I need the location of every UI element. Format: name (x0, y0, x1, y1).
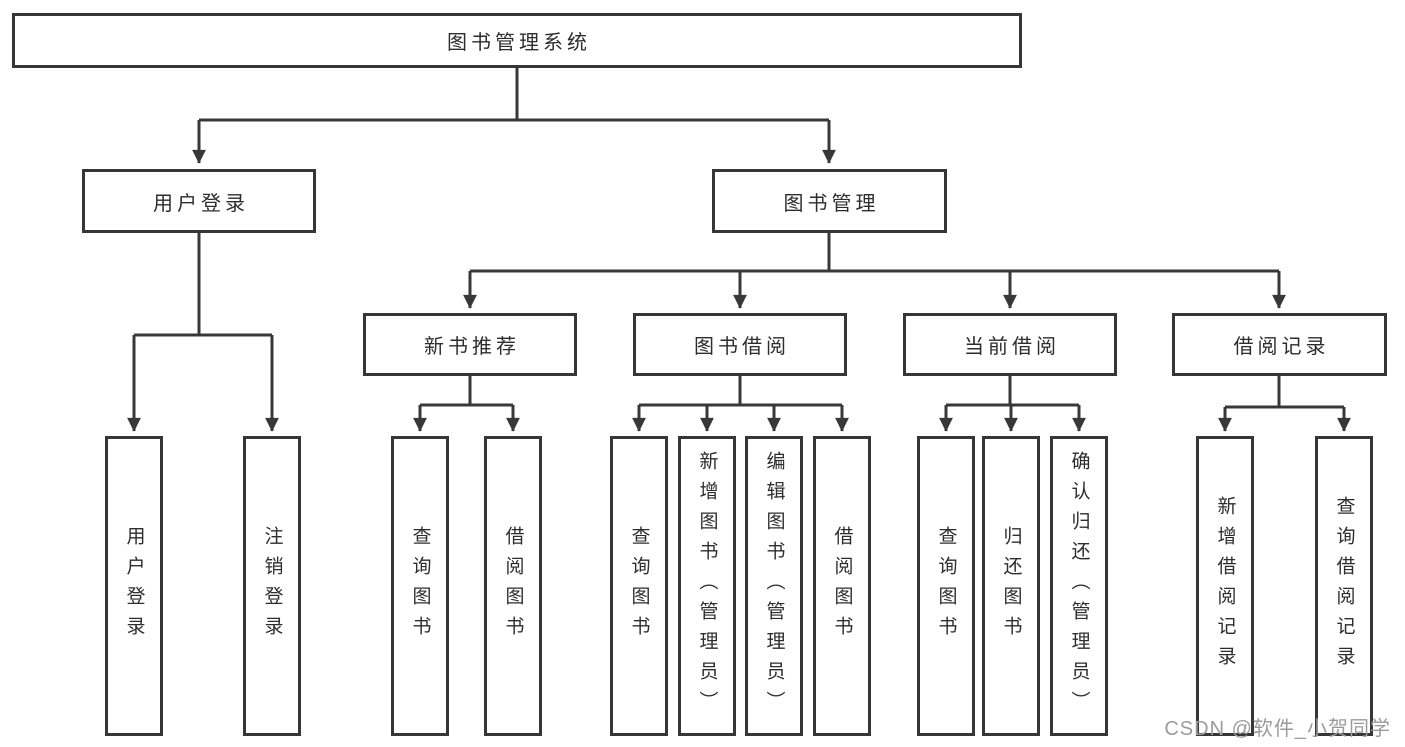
leaf-return-books: 归还图书 (982, 436, 1040, 736)
node-book-borrow: 图书借阅 (633, 313, 847, 376)
csdn-watermark: CSDN @软件_小贺同学 (1164, 718, 1391, 740)
leaf-query-books-recommend: 查询图书 (391, 436, 449, 736)
root-node-library-system: 图书管理系统 (12, 13, 1022, 68)
leaf-borrow-books: 借阅图书 (813, 436, 871, 736)
leaf-logout: 注销登录 (243, 436, 301, 736)
node-borrow-records: 借阅记录 (1172, 313, 1387, 376)
leaf-query-books-current: 查询图书 (917, 436, 975, 736)
leaf-borrow-books-recommend: 借阅图书 (484, 436, 542, 736)
leaf-user-login: 用户登录 (105, 436, 163, 736)
node-current-borrow: 当前借阅 (903, 313, 1117, 376)
leaf-query-borrow-record: 查询借阅记录 (1315, 436, 1373, 736)
leaf-add-borrow-record: 新增借阅记录 (1196, 436, 1254, 736)
node-new-book-recommend: 新书推荐 (363, 313, 577, 376)
node-book-management: 图书管理 (712, 169, 947, 233)
leaf-edit-book-admin: 编辑图书（管理员） (745, 436, 803, 736)
leaf-add-book-admin: 新增图书（管理员） (678, 436, 736, 736)
node-user-login: 用户登录 (82, 169, 316, 233)
leaf-confirm-return-admin: 确认归还（管理员） (1050, 436, 1108, 736)
leaf-query-books-borrow: 查询图书 (610, 436, 668, 736)
